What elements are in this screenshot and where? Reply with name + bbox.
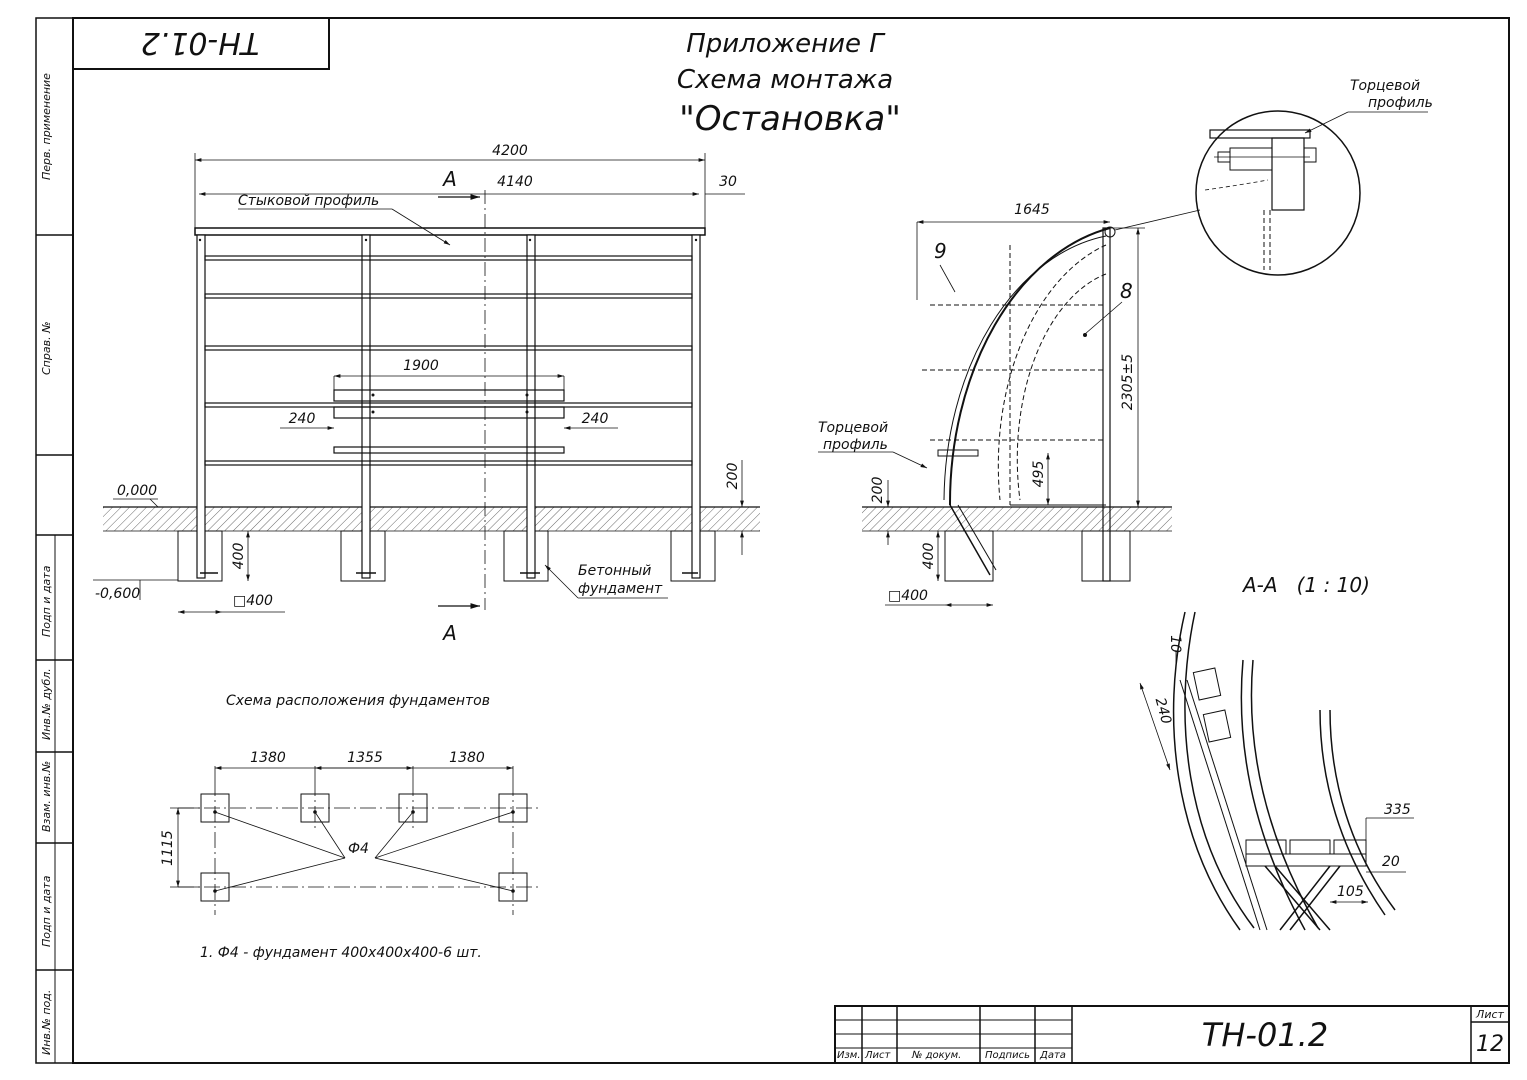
side-column: Перв. применение Справ. № Подп и дата Ин… [40, 73, 53, 1055]
dim-400-front: 400 [231, 543, 247, 570]
side-cell-orig-inv: Инв.№ под. [40, 990, 53, 1055]
label-joint-profile: Стыковой профиль [238, 193, 379, 209]
dim-105: 105 [1337, 884, 1364, 900]
col-doc: № докум. [911, 1050, 961, 1061]
foundation-mark: Ф4 [348, 841, 369, 857]
dim-4140: 4140 [497, 174, 533, 190]
label-concrete: Бетонный [578, 563, 651, 579]
label-foundation: фундамент [578, 581, 663, 597]
level-bottom: -0,600 [95, 586, 140, 602]
front-view: А А 4200 4140 30 Стыковой профиль 1900 2… [93, 143, 760, 645]
side-cell-sign-date-1: Подп и дата [40, 565, 53, 637]
stamp-code: ТН-01.2 [141, 25, 260, 60]
side-cell-sign-date-2: Подп и дата [40, 875, 53, 947]
page-title: Приложение Г Схема монтажа "Остановка" [677, 29, 901, 139]
stamp-box: ТН-01.2 [72, 17, 330, 70]
plan-dim-3: 1380 [449, 750, 485, 766]
object-name: "Остановка" [679, 99, 901, 139]
col-list: Лист [864, 1050, 892, 1061]
label-end-profile-2: профиль [823, 437, 888, 453]
dim-400-side: 400 [921, 543, 937, 570]
callout-9: 9 [934, 239, 947, 263]
appendix-label: Приложение Г [686, 29, 886, 59]
section-aa: А-А (1 : 10) 10 240 335 20 105 [1139, 573, 1414, 931]
plan-dim-v: 1115 [160, 830, 176, 866]
side-cell-reference: Справ. № [40, 321, 53, 375]
dim-1645: 1645 [1014, 202, 1050, 218]
foundation-plan: Схема расположения фундаментов [160, 693, 540, 961]
dim-square-front: □400 [233, 593, 273, 609]
detail-label-2: профиль [1368, 95, 1433, 111]
dim-240-left: 240 [289, 411, 316, 427]
dim-10: 10 [1167, 635, 1183, 653]
side-view: 1645 2305±5 495 200 400 □400 9 8 Торцево… [818, 202, 1201, 607]
section-mark-top: А [441, 167, 457, 191]
foundation-note: 1. Ф4 - фундамент 400х400х400-6 шт. [200, 945, 482, 961]
sheet-frame [35, 17, 1510, 1064]
level-zero: 0,000 [117, 483, 157, 499]
section-mark-bottom: А [441, 621, 457, 645]
col-izm: Изм. [837, 1050, 861, 1061]
dim-1900: 1900 [403, 358, 439, 374]
sheet-label: Лист [1475, 1008, 1504, 1021]
side-cell-replace-inv: Взам. инв.№ [40, 761, 53, 832]
section-aa-title: А-А (1 : 10) [1241, 573, 1370, 597]
dim-20: 20 [1382, 854, 1400, 870]
dim-4200: 4200 [492, 143, 528, 159]
dim-495: 495 [1031, 461, 1047, 488]
dim-200-side: 200 [870, 477, 886, 504]
label-end-profile-1: Торцевой [818, 420, 888, 436]
plan-dim-2: 1355 [347, 750, 383, 766]
dim-200-front: 200 [725, 463, 741, 490]
dim-240-aa: 240 [1152, 696, 1174, 726]
scheme-title: Схема монтажа [677, 65, 893, 95]
side-cell-dup-inv: Инв.№ дубл. [40, 668, 53, 740]
sheet-number: 12 [1476, 1032, 1504, 1057]
callout-8: 8 [1120, 279, 1133, 303]
dim-square-side: □400 [888, 588, 928, 604]
col-sign: Подпись [985, 1050, 1030, 1061]
designation: ТН-01.2 [1202, 1016, 1328, 1054]
plan-dim-1: 1380 [250, 750, 286, 766]
dim-2305: 2305±5 [1120, 354, 1136, 410]
dim-30: 30 [719, 174, 737, 190]
side-cell-first-use: Перв. применение [40, 73, 53, 180]
dim-335: 335 [1384, 802, 1411, 818]
dim-240-right: 240 [582, 411, 609, 427]
detail-view: Торцевой профиль [1195, 78, 1433, 276]
title-block: Изм. Лист № докум. Подпись Дата ТН-01.2 … [834, 1005, 1510, 1064]
detail-label-1: Торцевой [1350, 78, 1420, 94]
foundation-plan-title: Схема расположения фундаментов [226, 693, 490, 709]
col-date: Дата [1039, 1050, 1066, 1061]
